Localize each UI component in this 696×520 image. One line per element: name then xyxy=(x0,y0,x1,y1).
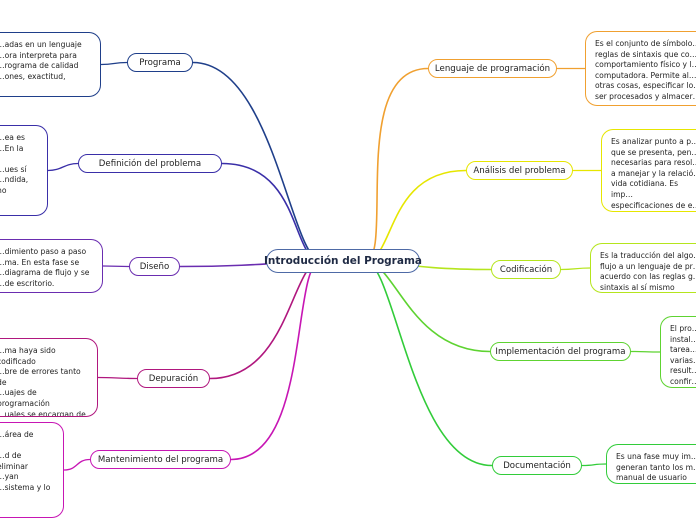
connector-analisis xyxy=(364,169,467,262)
note-depuracion[interactable]: …ma haya sido codificado …bre de errores… xyxy=(0,338,98,417)
connector-mantenimiento xyxy=(230,260,322,461)
topic-codificacion[interactable]: Codificación xyxy=(491,260,561,279)
connector-depuracion xyxy=(209,260,322,380)
note-connector-programa xyxy=(100,61,128,66)
note-connector-diseno xyxy=(102,265,130,268)
topic-lenguaje-de-programacion[interactable]: Lenguaje de programación xyxy=(428,59,557,78)
note-connector-definicion xyxy=(47,162,79,172)
note-lenguaje-de-programacion[interactable]: Es el conjunto de símbolo… reglas de sin… xyxy=(585,31,696,106)
connector-documentacion xyxy=(364,260,493,467)
topic-analisis-del-problema[interactable]: Análisis del problema xyxy=(466,161,573,180)
note-connector-depuracion xyxy=(97,376,138,380)
note-programa[interactable]: …adas en un lenguaje …ora interpreta par… xyxy=(0,32,101,97)
topic-documentacion[interactable]: Documentación xyxy=(492,456,582,475)
note-definicion-del-problema[interactable]: …ea es …En la …ues sí …ndida, no xyxy=(0,125,48,216)
note-connector-mantenimiento xyxy=(63,458,91,471)
topic-depuracion[interactable]: Depuración xyxy=(137,369,210,388)
note-analisis-del-problema[interactable]: Es analizar punto a p… que se presenta, … xyxy=(601,129,696,212)
topic-mantenimiento-del-programa[interactable]: Mantenimiento del programa xyxy=(90,450,231,469)
note-connector-implementacion xyxy=(630,350,661,353)
central-topic[interactable]: Introducción del Programa xyxy=(264,249,422,273)
note-diseno[interactable]: …dimiento paso a paso …ma. En esta fase … xyxy=(0,239,103,293)
note-mantenimiento-del-programa[interactable]: …área de …d de eliminar …yan …sistema y … xyxy=(0,422,64,518)
note-codificacion[interactable]: Es la traducción del algo… flujo a un le… xyxy=(590,243,696,293)
topic-implementacion-del-programa[interactable]: Implementación del programa xyxy=(490,342,631,361)
note-documentacion[interactable]: Es una fase muy im… generan tanto los m…… xyxy=(606,444,696,484)
connector-lenguaje xyxy=(364,67,429,262)
topic-diseno[interactable]: Diseño xyxy=(129,257,180,276)
note-connector-codificacion xyxy=(560,267,591,271)
topic-definicion-del-problema[interactable]: Definición del problema xyxy=(78,154,222,173)
topic-programa[interactable]: Programa xyxy=(127,53,193,72)
connector-implementacion xyxy=(364,260,491,353)
note-connector-documentacion xyxy=(581,463,607,467)
note-implementacion-del-programa[interactable]: El pro… instal… tarea… varias… result… c… xyxy=(660,316,696,388)
